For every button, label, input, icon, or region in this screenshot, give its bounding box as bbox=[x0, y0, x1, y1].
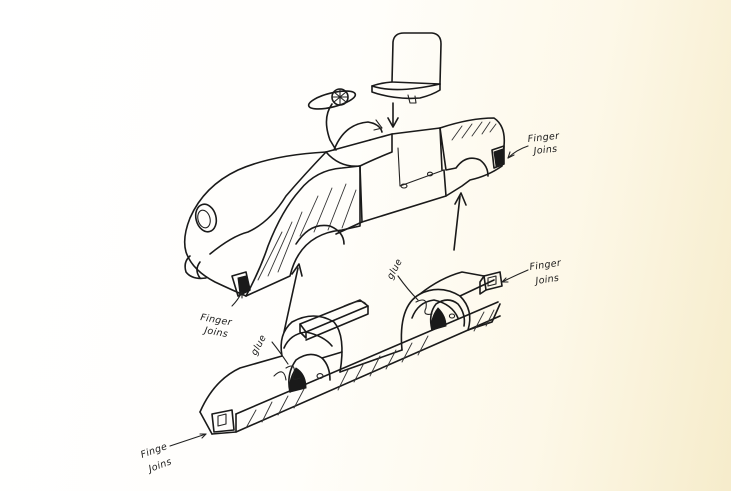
arrow-left-up-head bbox=[291, 263, 303, 277]
label-text: Joins bbox=[145, 456, 173, 475]
label-text: Joins bbox=[531, 144, 558, 158]
label-text: Finger bbox=[527, 131, 560, 145]
rear-deck-slats bbox=[451, 121, 497, 141]
label-glue-right: glue bbox=[385, 257, 405, 281]
leader-glue-right bbox=[397, 275, 419, 301]
arrow-right-up bbox=[453, 195, 461, 251]
leader-right bbox=[501, 269, 529, 283]
leader-bottom bbox=[169, 433, 207, 447]
label-text: Joins bbox=[533, 273, 560, 287]
leader-left-head bbox=[237, 291, 243, 299]
label-finger-joins-right: Finger Joins bbox=[529, 258, 563, 288]
label-finger-joins-left: Finger Joins bbox=[199, 312, 233, 340]
label-finger-joins-bottom: Finge Joins bbox=[139, 441, 173, 475]
leader-top-right-head bbox=[507, 151, 515, 159]
leader-right-head bbox=[501, 277, 509, 283]
side-hatching bbox=[257, 183, 357, 281]
label-text: Finger bbox=[529, 258, 563, 273]
label-glue-left: glue bbox=[249, 333, 269, 357]
leader-bottom-head bbox=[199, 433, 207, 439]
steering-wheel bbox=[307, 88, 357, 151]
label-text: Joins bbox=[202, 325, 229, 340]
arrow-right-up-head bbox=[454, 192, 467, 206]
seat-arrow-head bbox=[387, 117, 399, 128]
label-finger-joins-top-right: Finger Joins bbox=[527, 131, 560, 158]
car-body-shell bbox=[183, 117, 506, 297]
leader-glue-left bbox=[271, 341, 289, 365]
seat bbox=[371, 32, 442, 104]
edge-hatching bbox=[245, 309, 495, 429]
chassis-base bbox=[199, 271, 503, 435]
arrow-left-up bbox=[283, 267, 299, 333]
